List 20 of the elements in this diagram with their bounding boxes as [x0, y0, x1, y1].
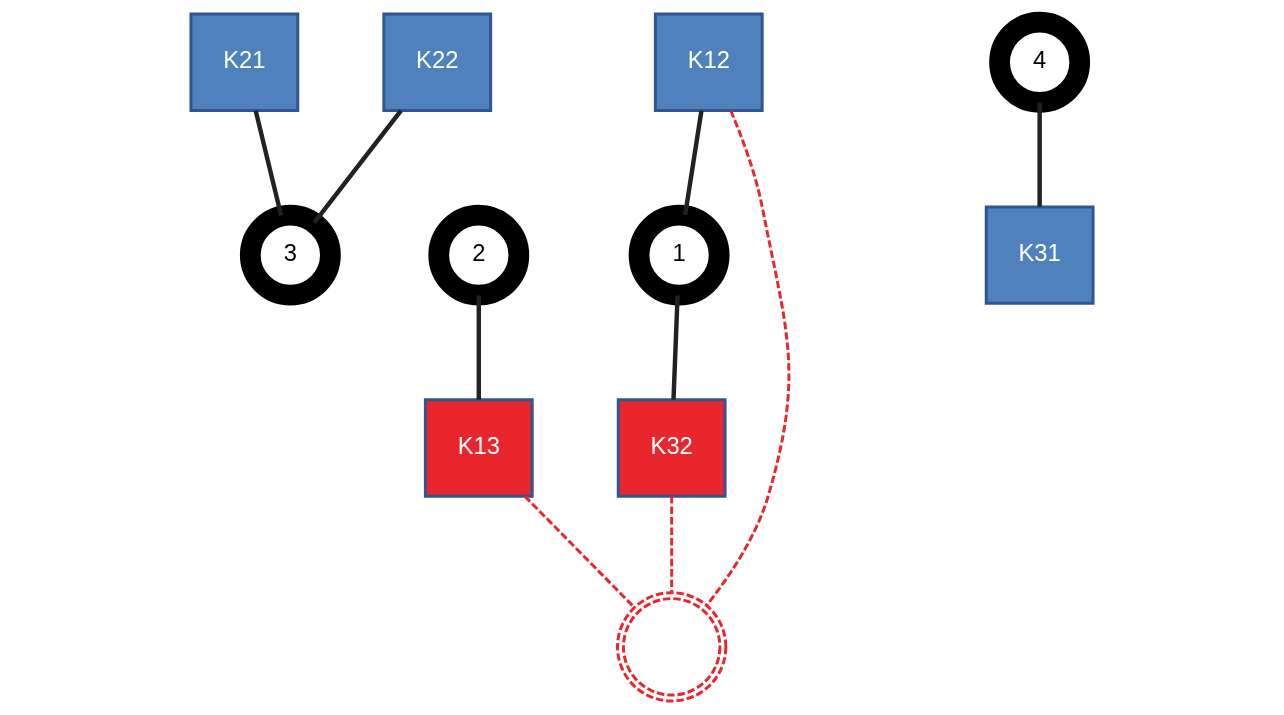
node-box: K21 — [189, 12, 300, 112]
connector — [705, 110, 791, 606]
node-circle: 1 — [628, 204, 730, 306]
node-box: K22 — [382, 12, 493, 112]
connector — [1037, 102, 1042, 207]
node-box: K12 — [653, 12, 764, 112]
node-circle: 3 — [239, 204, 341, 306]
connector — [682, 110, 704, 216]
connector — [476, 295, 481, 400]
node-circle — [616, 591, 728, 703]
connector — [312, 109, 403, 224]
connector — [523, 495, 636, 609]
node-box: K31 — [984, 205, 1095, 305]
node-circle: 4 — [989, 11, 1091, 113]
connector — [671, 295, 680, 400]
node-box: K13 — [423, 398, 534, 498]
node-box: K32 — [616, 398, 727, 498]
node-circle: 2 — [428, 204, 530, 306]
connector — [670, 496, 674, 593]
connector — [253, 110, 284, 217]
